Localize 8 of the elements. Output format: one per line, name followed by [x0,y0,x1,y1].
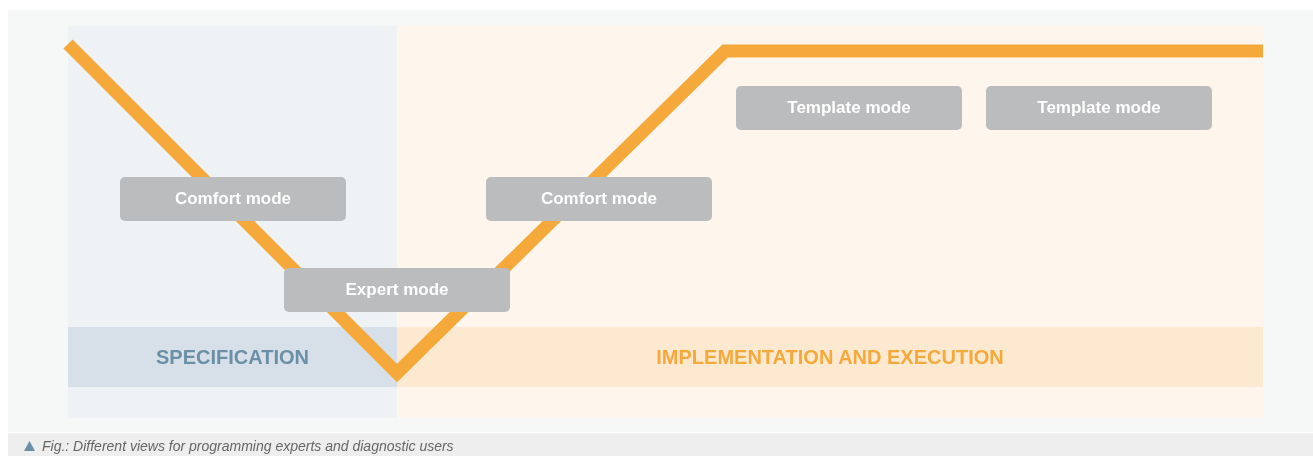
mode-box: Comfort mode [120,177,346,221]
mode-box: Template mode [736,86,962,130]
mode-box: Template mode [986,86,1212,130]
phase-band: IMPLEMENTATION AND EXECUTION [397,327,1263,387]
mode-box: Expert mode [284,268,510,312]
mode-box: Comfort mode [486,177,712,221]
caption: Fig.: Different views for programming experts and diagnostic users [42,438,454,454]
phase-band: SPECIFICATION [68,327,397,387]
